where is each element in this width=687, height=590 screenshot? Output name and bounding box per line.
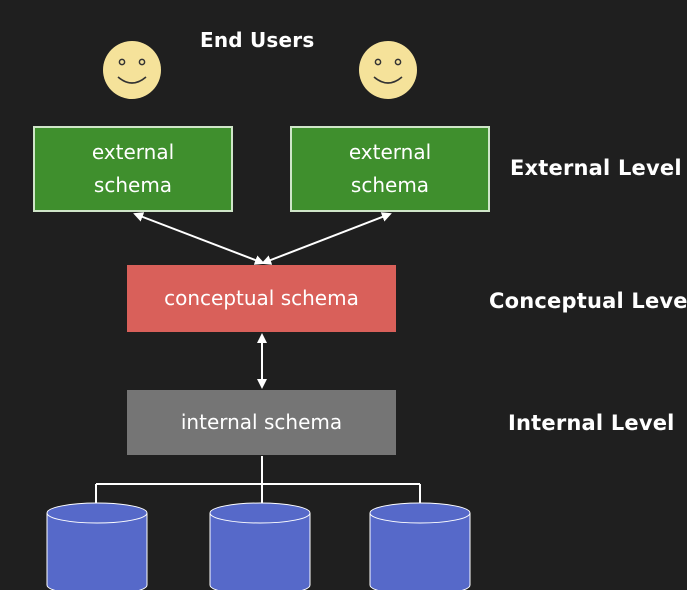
conceptual-schema-text: conceptual schema (164, 286, 359, 310)
external-schema-box-right: external schema (290, 126, 490, 212)
database-cylinder-icon (46, 502, 148, 590)
internal-level-label: Internal Level (508, 411, 675, 435)
external-schema-text-line2: schema (93, 173, 173, 197)
database-connectors (95, 456, 421, 505)
external-schema-box-left: external schema (33, 126, 233, 212)
external-level-label: External Level (510, 156, 682, 180)
conceptual-schema-box: conceptual schema (127, 265, 396, 332)
external-schema-text-line1: external (91, 140, 175, 164)
conceptual-level-label: Conceptual Level (489, 289, 687, 313)
arrow-external-left-to-conceptual (133, 212, 265, 265)
external-schema-text-line2: schema (350, 173, 430, 197)
end-users-label: End Users (200, 28, 315, 52)
database-cylinder-icon (209, 502, 311, 590)
database-cylinder-icon (369, 502, 471, 590)
arrow-external-right-to-conceptual (261, 212, 392, 265)
smiley-face-icon (103, 41, 161, 99)
internal-schema-box: internal schema (127, 390, 396, 455)
smiley-face-icon (359, 41, 417, 99)
internal-schema-text: internal schema (180, 410, 343, 434)
external-schema-text-line1: external (348, 140, 432, 164)
